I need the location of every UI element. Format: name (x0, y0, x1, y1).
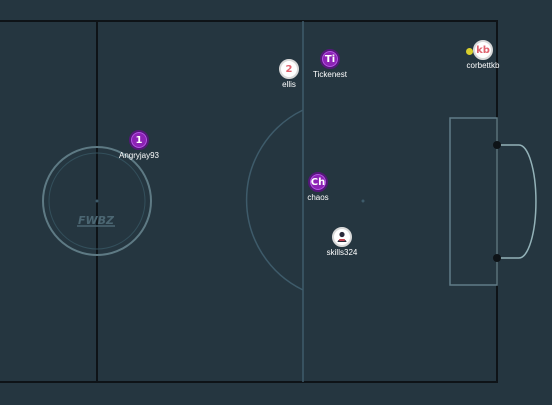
player-badge-text: Ti (324, 53, 336, 65)
player-token[interactable]: Ch (308, 172, 328, 192)
player-token[interactable] (332, 227, 352, 247)
player-name-label: chaos (307, 193, 329, 202)
player-name-label: Tickenest (313, 70, 347, 79)
left-circle-spot (95, 199, 99, 203)
goal-post-top (493, 141, 501, 149)
penalty-spot (361, 199, 365, 203)
user-avatar-icon (337, 231, 347, 242)
player-badge-text: 2 (285, 63, 293, 75)
player-badge-text: Ch (310, 176, 326, 188)
player-badge-text: 1 (135, 134, 143, 146)
player-name-label: corbettkb (466, 61, 500, 70)
league-logo-text: FWBZ (78, 214, 115, 227)
player-name-label: Angryjay93 (118, 151, 160, 160)
left-circle (42, 146, 152, 256)
left-circle-inner (48, 152, 146, 250)
penalty-box (449, 117, 498, 286)
player-name-label: ellis (282, 80, 296, 89)
player-name-label: skills324 (326, 248, 358, 257)
player-token[interactable]: 2 (279, 59, 299, 79)
player-token[interactable]: kb (473, 40, 493, 60)
ball-indicator-icon (466, 48, 473, 55)
goal-net (497, 144, 537, 259)
player-token[interactable]: Ti (320, 49, 340, 69)
league-logo-icon: FWBZ (77, 214, 115, 227)
goal-post-bottom (493, 254, 501, 262)
player-token[interactable]: 1 (129, 130, 149, 150)
center-circle-arc (245, 109, 304, 291)
player-badge-text: kb (476, 44, 490, 56)
